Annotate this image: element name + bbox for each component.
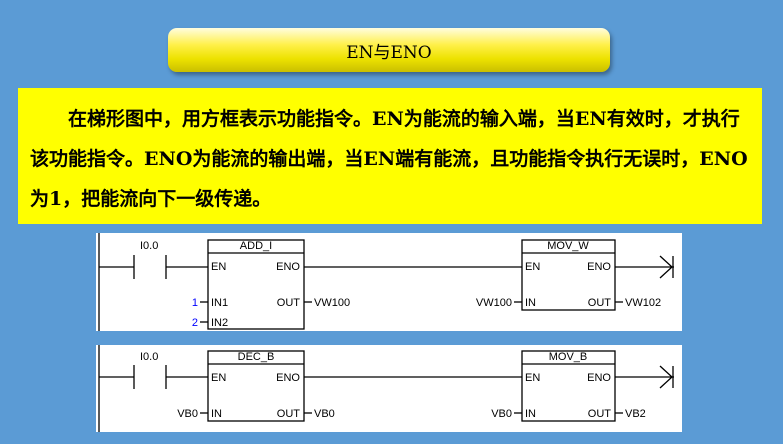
box1-out-value: VB0 — [314, 408, 335, 420]
box2-in-label: IN — [525, 297, 536, 309]
box1-in-label: IN — [211, 408, 222, 420]
box2-in-label: IN — [525, 408, 536, 420]
description-box: 在梯形图中，用方框表示功能指令。EN为能流的输入端，当EN有效时，才执行该功能指… — [18, 88, 762, 224]
box1-out-label: OUT — [277, 297, 301, 309]
box2-in-value: VB0 — [491, 408, 512, 420]
add-i-box — [207, 239, 305, 330]
box1-in1-value: 1 — [192, 297, 198, 309]
box1-out-value: VW100 — [314, 297, 350, 309]
arrow-right-icon — [659, 255, 673, 279]
box1-name: DEC_B — [238, 351, 275, 363]
box1-en: EN — [211, 372, 226, 384]
mov-b-box — [521, 350, 616, 422]
box1-en: EN — [211, 261, 226, 273]
box2-eno: ENO — [587, 261, 611, 273]
box2-out-label: OUT — [588, 408, 612, 420]
box2-en: EN — [525, 372, 540, 384]
contact-address: I0.0 — [140, 351, 158, 363]
ladder-rung-dec: I0.0 DEC_B EN ENO IN OUT VB0 VB0 MOV_B E… — [96, 345, 682, 432]
box2-name: MOV_B — [549, 351, 588, 363]
box2-out-value: VB2 — [625, 408, 646, 420]
box1-in2-value: 2 — [192, 317, 198, 329]
box2-out-value: VW102 — [625, 297, 661, 309]
title-text: EN与ENO — [346, 42, 432, 63]
mov-w-box — [521, 239, 616, 311]
ladder-rung-dec-diagram: I0.0 DEC_B EN ENO IN OUT VB0 VB0 MOV_B E… — [98, 345, 674, 432]
box1-in2-label: IN2 — [211, 317, 228, 329]
ladder-rung-add-diagram: I0.0 ADD_I EN ENO IN1 IN2 OUT 1 2 VW100 … — [98, 233, 674, 331]
box2-out-label: OUT — [588, 297, 612, 309]
box1-out-label: OUT — [277, 408, 301, 420]
contact-address: I0.0 — [140, 240, 158, 252]
description-text: 在梯形图中，用方框表示功能指令。EN为能流的输入端，当EN有效时，才执行该功能指… — [30, 108, 748, 210]
box1-eno: ENO — [276, 372, 300, 384]
ladder-rung-add: I0.0 ADD_I EN ENO IN1 IN2 OUT 1 2 VW100 … — [96, 233, 682, 331]
title-banner: EN与ENO — [168, 28, 610, 72]
box2-eno: ENO — [587, 372, 611, 384]
arrow-right-icon — [659, 365, 673, 389]
box1-in-value: VB0 — [177, 408, 198, 420]
box2-name: MOV_W — [547, 240, 589, 252]
dec-b-box — [207, 350, 305, 422]
box1-eno: ENO — [276, 261, 300, 273]
box1-in1-label: IN1 — [211, 297, 228, 309]
box1-name: ADD_I — [240, 240, 272, 252]
box2-in-value: VW100 — [476, 297, 512, 309]
box2-en: EN — [525, 261, 540, 273]
